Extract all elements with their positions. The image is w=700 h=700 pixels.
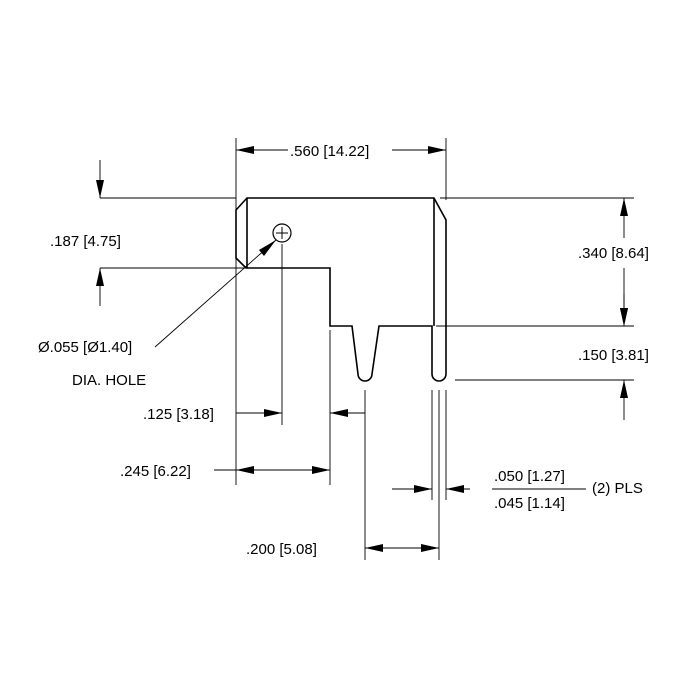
hole-offset-label: .125 [3.18] xyxy=(143,406,214,423)
dim-body-height: .340 [8.64] xyxy=(578,198,649,326)
hole xyxy=(272,223,292,243)
tab-spacing-label: .200 [5.08] xyxy=(246,541,317,558)
hole-diameter-label: Ø.055 [Ø1.40] xyxy=(38,339,132,356)
dim-tab-width: .050 [1.27] .045 [1.14] (2) PLS xyxy=(392,468,643,512)
tab-length-label: .150 [3.81] xyxy=(578,347,649,364)
dim-hole-offset: .125 [3.18] xyxy=(143,406,365,423)
tab-qty-label: (2) PLS xyxy=(592,480,643,497)
hole-note-label: DIA. HOLE xyxy=(72,372,146,389)
extension-lines xyxy=(100,138,634,560)
dim-tab-length: .150 [3.81] xyxy=(578,294,649,420)
terminal-outline xyxy=(235,197,447,382)
dim-hole-diameter: Ø.055 [Ø1.40] DIA. HOLE xyxy=(38,239,277,389)
tab-width-min-label: .045 [1.14] xyxy=(494,495,565,512)
step-offset-label: .245 [6.22] xyxy=(120,463,191,480)
body-height-label: .340 [8.64] xyxy=(578,245,649,262)
dim-step-offset: .245 [6.22] xyxy=(120,463,330,480)
dim-hole-height: .187 [4.75] xyxy=(50,160,121,306)
tab-width-max-label: .050 [1.27] xyxy=(494,468,565,485)
overall-width-label: .560 [14.22] xyxy=(290,143,369,160)
dim-overall-width: .560 [14.22] xyxy=(236,143,446,160)
hole-height-label: .187 [4.75] xyxy=(50,233,121,250)
dim-tab-spacing: .200 [5.08] xyxy=(246,541,439,558)
